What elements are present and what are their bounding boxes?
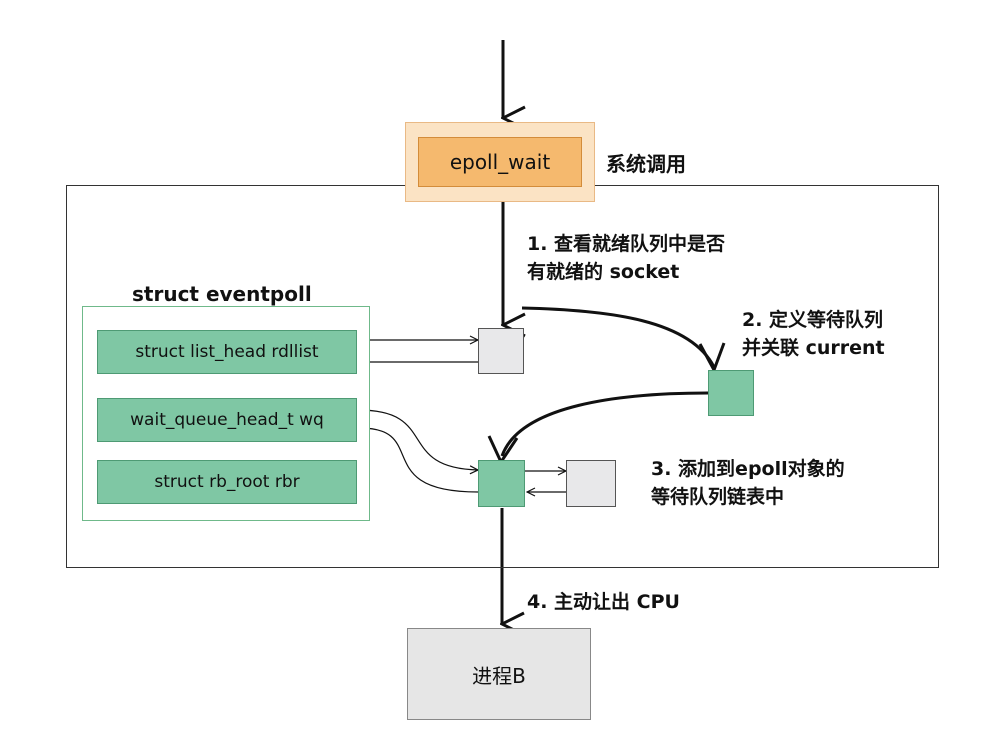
step4-line1: 4. 主动让出 CPU — [527, 591, 680, 613]
wq-entry-node — [478, 460, 525, 507]
step1-line2: 有就绪的 socket — [527, 261, 680, 283]
step2-line1: 2. 定义等待队列 — [742, 309, 884, 331]
link-wq-to-node — [357, 409, 478, 470]
step4-label: 4. 主动让出 CPU — [527, 588, 680, 616]
step3-line2: 等待队列链表中 — [651, 486, 785, 508]
field-rdllist-label: struct list_head rdllist — [135, 342, 319, 362]
epoll-wait-box: epoll_wait — [418, 137, 582, 187]
field-rbr: struct rb_root rbr — [97, 460, 357, 504]
field-rbr-label: struct rb_root rbr — [154, 472, 300, 492]
eventpoll-title: struct eventpoll — [132, 282, 312, 306]
process-b-box: 进程B — [407, 628, 591, 720]
field-rdllist: struct list_head rdllist — [97, 330, 357, 374]
step1-label: 1. 查看就绪队列中是否 有就绪的 socket — [527, 230, 725, 286]
syscall-caption: 系统调用 — [606, 152, 686, 176]
wait-entry-node — [708, 370, 754, 416]
field-wq: wait_queue_head_t wq — [97, 398, 357, 442]
step2-label: 2. 定义等待队列 并关联 current — [742, 306, 885, 362]
epoll-wait-label: epoll_wait — [449, 150, 551, 174]
arrow-step3-curve — [500, 391, 709, 457]
process-b-label: 进程B — [472, 663, 526, 688]
step2-line2: 并关联 current — [742, 337, 885, 359]
link-node-to-wq — [360, 428, 479, 493]
wq-next-node — [566, 460, 616, 507]
ready-list-node — [478, 328, 524, 374]
step3-line1: 3. 添加到epoll对象的 — [651, 458, 845, 480]
step1-line1: 1. 查看就绪队列中是否 — [527, 233, 726, 255]
field-wq-label: wait_queue_head_t wq — [130, 410, 324, 430]
step3-label: 3. 添加到epoll对象的 等待队列链表中 — [651, 455, 845, 511]
